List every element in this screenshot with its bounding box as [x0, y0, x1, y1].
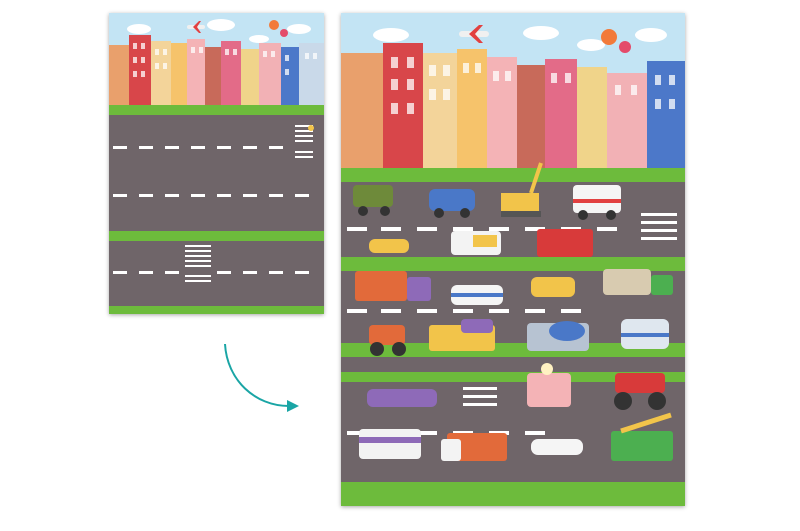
limousine-vehicle: [367, 389, 437, 407]
tractor-vehicle: [369, 325, 406, 356]
excavator-vehicle: [501, 162, 543, 217]
ice-cream-van-vehicle: [527, 363, 571, 407]
taxi-vehicle: [531, 277, 575, 297]
garbage-truck-vehicle: [441, 433, 507, 461]
airplane-icon: [187, 21, 205, 33]
mail-van-vehicle: [451, 231, 501, 255]
playmat-with-vehicles-illustration: [341, 13, 685, 506]
concrete-mixer-vehicle: [527, 321, 589, 351]
fruit-truck-vehicle: [355, 271, 431, 301]
monster-truck-vehicle: [614, 373, 666, 410]
bus-vehicle: [359, 429, 421, 459]
fire-truck-vehicle: [537, 229, 593, 257]
blue-car-vehicle: [429, 189, 475, 218]
curved-arrow-icon: [224, 343, 299, 412]
convertible-car-vehicle: [531, 439, 583, 455]
crane-truck-vehicle: [611, 412, 673, 461]
yellow-sports-car-vehicle: [369, 239, 409, 253]
playmat-with-vehicles-panel: [341, 13, 685, 506]
airplane-icon: [459, 25, 489, 43]
empty-playmat-illustration: [109, 13, 324, 314]
empty-playmat-panel: [109, 13, 324, 314]
jeep-vehicle: [353, 185, 393, 216]
ambulance-vehicle: [573, 185, 621, 220]
street-sweeper-vehicle: [621, 319, 669, 349]
police-car-vehicle: [451, 285, 503, 305]
tow-truck-vehicle: [429, 319, 495, 351]
cement-mixer-truck-vehicle: [603, 269, 673, 295]
